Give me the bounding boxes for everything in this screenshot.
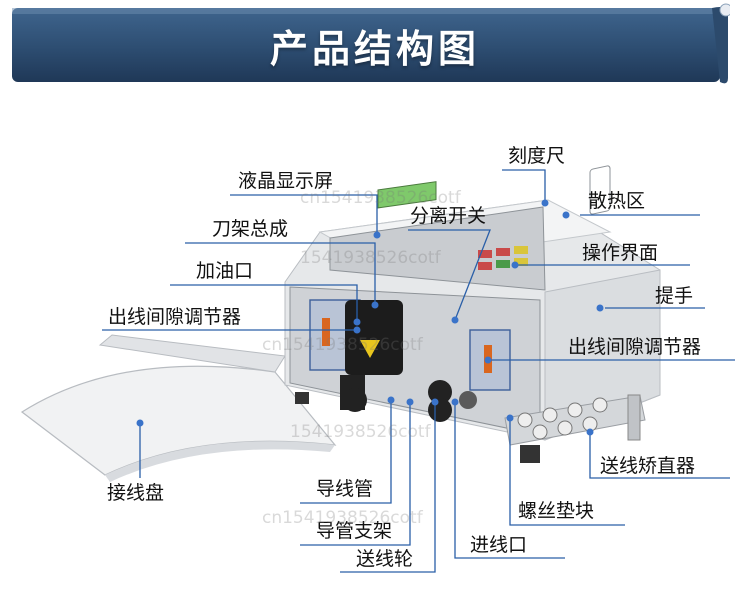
label-wire-tube: 导线管	[316, 478, 374, 500]
machine-body-shape	[284, 165, 661, 463]
label-wire-inlet: 进线口	[470, 534, 528, 556]
label-gap-adjuster-right: 出线间隙调节器	[568, 336, 702, 358]
label-straightener: 送线矫直器	[600, 455, 696, 477]
watermark-text: cn1541938526cotf	[262, 508, 423, 528]
leader-lines	[102, 169, 735, 573]
label-feed-wheel: 送线轮	[356, 548, 414, 570]
label-gap-adjuster-left: 出线间隙调节器	[108, 306, 242, 328]
watermark-text: 1541938526cotf	[290, 422, 431, 442]
page-title: 产品结构图	[269, 26, 480, 71]
label-scale: 刻度尺	[508, 145, 566, 167]
straightener-shape	[504, 394, 646, 446]
watermark-text: cn1541938526cotf	[262, 335, 423, 355]
leader-dots	[136, 199, 604, 436]
label-knife-frame: 刀架总成	[212, 218, 289, 240]
label-separate-switch: 分离开关	[410, 205, 487, 227]
label-heat-zone: 散热区	[588, 190, 646, 212]
title-banner	[12, 3, 730, 84]
label-lcd-display: 液晶显示屏	[238, 170, 334, 192]
label-oil-port: 加油口	[196, 260, 254, 282]
label-handle: 提手	[655, 285, 694, 307]
label-tube-bracket: 导管支架	[316, 520, 393, 542]
label-wire-tray: 接线盘	[107, 482, 165, 504]
watermark-text: 1541938526cotf	[300, 248, 441, 268]
watermark-text: cn1541938526cotf	[300, 188, 461, 208]
label-operation-panel: 操作界面	[582, 242, 659, 264]
label-screw-pad: 螺丝垫块	[518, 500, 595, 522]
